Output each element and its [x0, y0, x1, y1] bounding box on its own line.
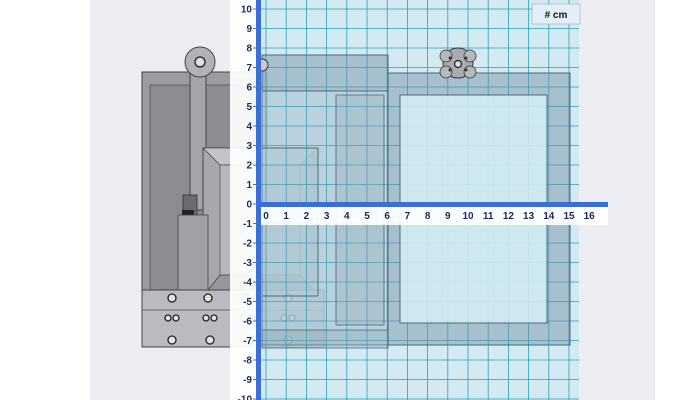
- x-tick-label: 4: [344, 211, 350, 222]
- x-tick-label: 14: [543, 211, 555, 222]
- unit-badge: # cm: [531, 3, 581, 25]
- y-tick-label: 9: [246, 24, 252, 35]
- pivot-top-hole-icon: [194, 56, 206, 68]
- x-tick-label: 0: [263, 211, 269, 222]
- y-tick-label: -7: [243, 336, 252, 347]
- x-tick-label: 13: [523, 211, 535, 222]
- overlay-shapes: [255, 47, 571, 349]
- gear-knob-dot: [448, 68, 452, 72]
- gear-knob-center: [453, 59, 463, 69]
- y-tick-label: 2: [246, 161, 252, 172]
- gear-knob-lobe: [439, 49, 453, 63]
- y-tick-label: -6: [243, 317, 252, 328]
- y-tick-label: 5: [246, 102, 252, 113]
- y-tick-label: 3: [246, 141, 252, 152]
- y-tick-label: -9: [243, 375, 252, 386]
- x-tick-label: 1: [283, 211, 289, 222]
- x-tick-label: 9: [445, 211, 451, 222]
- y-tick-label: 0: [246, 200, 252, 211]
- y-tick-label: -5: [243, 297, 252, 308]
- gear-knob-dot: [448, 56, 452, 60]
- x-tick-label: 16: [584, 211, 596, 222]
- x-tick-label: 3: [324, 211, 330, 222]
- y-tick-label: 8: [246, 44, 252, 55]
- y-tick-label: 1: [246, 180, 252, 191]
- x-tick-label: 10: [462, 211, 474, 222]
- x-tick-label: 2: [304, 211, 310, 222]
- y-tick-label: -8: [243, 356, 252, 367]
- gear-knob-lobe: [463, 65, 477, 79]
- y-tick-label: 4: [246, 122, 252, 133]
- y-tick-label: 10: [241, 5, 253, 16]
- screw-icon: [167, 293, 177, 303]
- screw-icon: [167, 335, 177, 345]
- unit-badge-bg: [531, 3, 581, 25]
- overlay-bottom-strip: [261, 329, 389, 349]
- y-tick-label: -2: [243, 239, 252, 250]
- x-tick-label: 11: [483, 211, 494, 222]
- x-tick-label: 5: [364, 211, 370, 222]
- overlay-top-band: [261, 54, 389, 92]
- gear-knob-lobe: [463, 49, 477, 63]
- gear-knob-dot: [464, 68, 468, 72]
- screw-icon: [172, 314, 180, 322]
- y-tick-label: 7: [246, 63, 252, 74]
- y-tick-label: -1: [243, 219, 252, 230]
- screw-icon: [205, 335, 215, 345]
- x-tick-label: 12: [503, 211, 515, 222]
- x-axis-line[interactable]: [256, 202, 608, 207]
- y-tick-label: 6: [246, 83, 252, 94]
- screw-icon: [210, 314, 218, 322]
- gear-knob-lobe: [439, 65, 453, 79]
- y-tick-label: -3: [243, 258, 252, 269]
- machine-lower-plate: [177, 214, 209, 291]
- y-axis-strip: [230, 0, 258, 400]
- screw-icon: [203, 293, 213, 303]
- y-tick-label: -10: [238, 395, 253, 400]
- x-axis-strip: [261, 207, 608, 225]
- x-tick-label: 15: [563, 211, 575, 222]
- gear-knob-icon: [439, 47, 477, 79]
- x-tick-label: 8: [425, 211, 431, 222]
- screw-icon: [202, 314, 210, 322]
- screw-icon: [164, 314, 172, 322]
- x-tick-label: 7: [405, 211, 411, 222]
- machine-latch-foot: [182, 210, 194, 218]
- x-tick-label: 6: [384, 211, 390, 222]
- y-tick-label: -4: [243, 278, 252, 289]
- unit-label: # cm: [545, 10, 568, 21]
- gear-knob-dot: [464, 56, 468, 60]
- y-axis-line[interactable]: [256, 0, 261, 400]
